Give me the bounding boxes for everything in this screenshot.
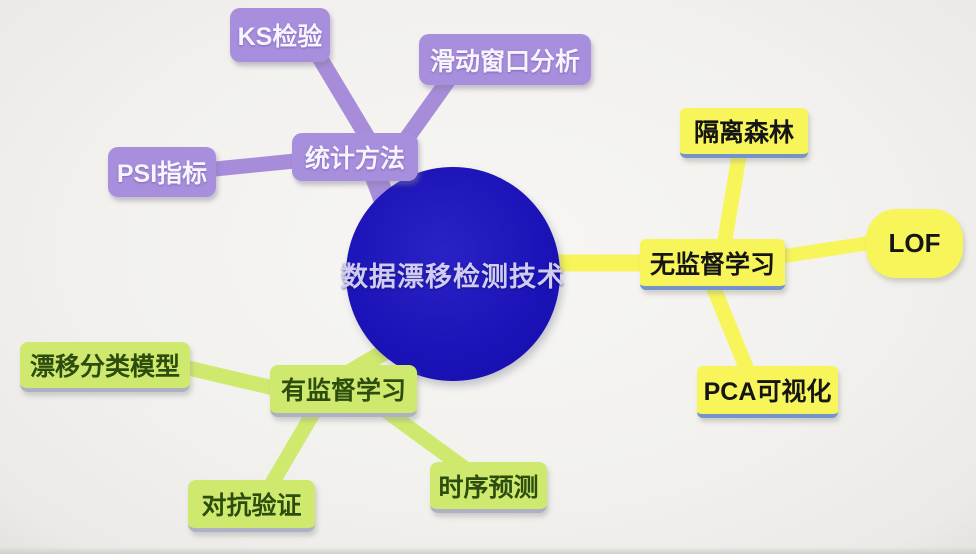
connector-stats-ks-test [308,45,379,150]
leaf-node-drift-classification-model: 漂移分类模型 [20,342,190,392]
leaf-node-time-series-forecast: 时序预测 [430,462,547,513]
leaf-node-lof: LOF [866,209,963,278]
branch-node-statistical-methods: 统计方法 [292,133,418,181]
connector-stats-psi [204,152,306,178]
branch-node-unsupervised-learning: 无监督学习 [640,239,785,290]
connector-supervised-drift-model [178,358,284,398]
branch-label-statistical-methods: 统计方法 [304,145,405,173]
connector-supervised-ts-forecast [380,403,472,477]
leaf-node-ks-test: KS检验 [230,8,330,62]
connector-supervised-adversarial [261,406,322,494]
leaf-label-ks-test: KS检验 [237,23,323,51]
leaf-label-psi-indicator: PSI指标 [116,160,208,188]
connector-unsupervised-pca [705,281,755,375]
leaf-label-sliding-window-analysis: 滑动窗口分析 [429,47,580,76]
leaf-label-isolation-forest: 隔离森林 [693,119,794,147]
branch-label-unsupervised-learning: 无监督学习 [649,250,775,279]
leaf-node-adversarial-validation: 对抗验证 [188,480,315,532]
center-topic-label: 数据漂移检测技术 [341,261,565,292]
leaf-label-lof: LOF [888,228,941,258]
branch-node-supervised-learning: 有监督学习 [270,365,417,417]
leaf-label-adversarial-validation: 对抗验证 [201,492,302,520]
branch-label-supervised-learning: 有监督学习 [280,377,406,405]
leaf-node-sliding-window-analysis: 滑动窗口分析 [419,34,591,85]
leaf-node-pca-visualization: PCA可视化 [697,366,838,418]
leaf-label-pca-visualization: PCA可视化 [703,378,832,406]
connector-unsupervised-isolation-forest [716,148,748,248]
leaf-node-isolation-forest: 隔离森林 [680,108,808,158]
center-topic-node: 数据漂移检测技术 [341,167,564,381]
leaf-label-drift-classification-model: 漂移分类模型 [29,353,180,381]
connector-unsupervised-lof [776,235,878,264]
leaf-node-psi-indicator: PSI指标 [108,147,216,197]
leaf-label-time-series-forecast: 时序预测 [438,473,539,502]
